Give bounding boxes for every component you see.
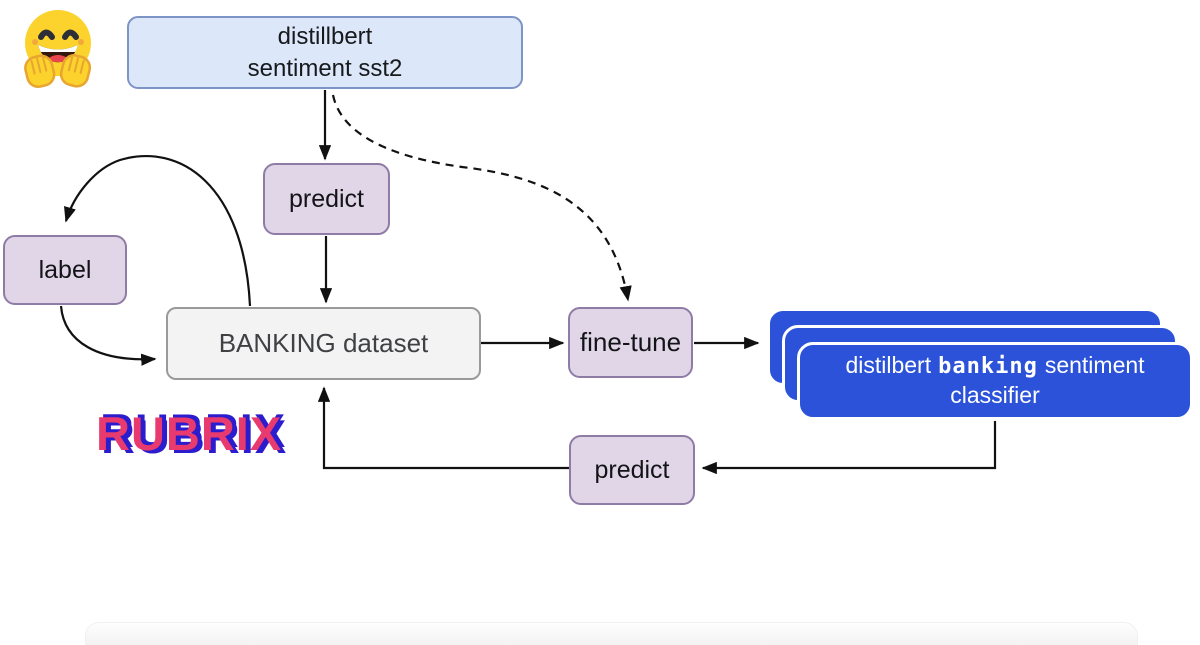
predict-top-label: predict — [288, 184, 365, 213]
label-node-label: label — [38, 255, 92, 284]
predict-bottom-node: predict — [569, 435, 695, 505]
hugging-face-icon — [14, 4, 102, 96]
model-node-line1: distillbert — [277, 22, 373, 50]
arrow-classifier-to-predict — [701, 421, 997, 475]
banking-dataset-node: BANKING dataset — [166, 307, 481, 380]
arrow-label-to-banking — [59, 305, 157, 366]
fine-tune-node: fine-tune — [568, 307, 693, 378]
classifier-line1-pre: distilbert — [845, 351, 932, 378]
model-node-distillbert-sst2: distillbert sentiment sst2 — [127, 16, 523, 89]
dashed-arrow-model-to-finetune — [331, 94, 632, 302]
bottom-peek-card — [85, 622, 1138, 645]
classifier-line2: classifier — [950, 382, 1040, 409]
label-node: label — [3, 235, 127, 305]
fine-tune-label: fine-tune — [579, 327, 682, 357]
predict-top-node: predict — [263, 163, 390, 235]
arrow-banking-to-label — [64, 155, 252, 307]
rubrix-logo: RUBRIX — [96, 407, 283, 460]
arrow-predict-to-banking-bottom — [317, 386, 569, 470]
model-node-line2: sentiment sst2 — [247, 54, 403, 82]
banking-dataset-label: BANKING dataset — [218, 328, 429, 358]
classifier-line1-post: sentiment — [1044, 351, 1145, 378]
predict-bottom-label: predict — [594, 455, 670, 484]
classifier-line1-highlight: banking — [938, 353, 1038, 379]
